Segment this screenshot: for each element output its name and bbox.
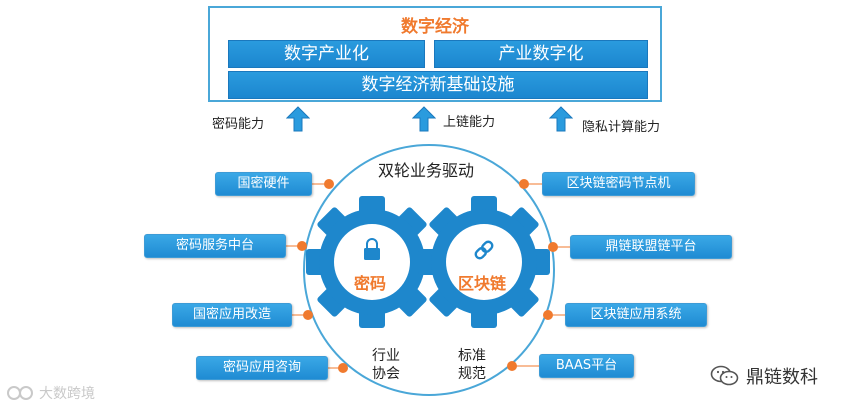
crypto-gear-label: 密码 — [354, 270, 386, 294]
left-item-crypto-app-consulting: 密码应用咨询 — [196, 356, 328, 380]
right-item-blockchain-crypto-node: 区块链密码节点机 — [542, 172, 695, 196]
connector-dot — [338, 363, 348, 373]
right-item-baas-platform: BAAS平台 — [539, 354, 634, 378]
blockchain-gear-label: 区块链 — [458, 270, 506, 294]
gear-icon — [418, 196, 550, 328]
brand: 鼎链数科 — [710, 363, 818, 389]
industry-association-text: 行业 协会 — [372, 347, 400, 383]
watermark: 大数跨境 — [6, 383, 95, 403]
connector-dot — [507, 361, 517, 371]
dual-wheel-title: 双轮业务驱动 — [378, 157, 474, 181]
connector-dot — [297, 241, 307, 251]
left-item-crypto-service-platform: 密码服务中台 — [144, 234, 286, 258]
left-item-gov-crypto-hardware: 国密硬件 — [215, 172, 312, 196]
connector-dot — [543, 310, 553, 320]
connector-dot — [519, 179, 529, 189]
connector-dot — [324, 179, 334, 189]
connector-dot — [548, 242, 558, 252]
wechat-icon — [710, 364, 740, 388]
right-item-dinglian-alliance-chain: 鼎链联盟链平台 — [570, 235, 732, 259]
association-line: 协会 — [372, 365, 400, 383]
right-item-blockchain-app-system: 区块链应用系统 — [565, 303, 707, 327]
spec-line: 规范 — [458, 365, 486, 383]
standard-spec-text: 标准 规范 — [458, 347, 486, 383]
industry-line: 行业 — [372, 347, 400, 365]
watermark-text: 大数跨境 — [39, 383, 95, 403]
brand-name: 鼎链数科 — [746, 363, 818, 389]
connector-dot — [303, 310, 313, 320]
watermark-logo-icon — [6, 385, 36, 401]
standard-line: 标准 — [458, 347, 486, 365]
left-item-gov-crypto-app-retrofit: 国密应用改造 — [172, 303, 292, 327]
